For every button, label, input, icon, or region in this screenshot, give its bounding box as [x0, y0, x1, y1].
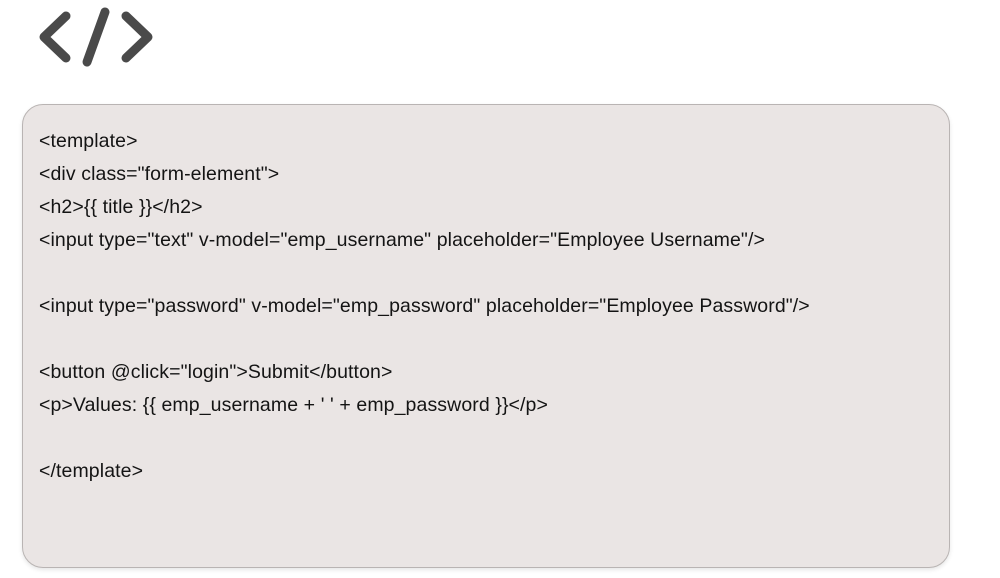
code-line: <button @click="login">Submit</button> — [39, 361, 393, 383]
code-icon — [34, 2, 158, 72]
code-snippet-card: <template> <div class="form-element"> <h2>… — [22, 104, 950, 568]
code-block: <template> <div class="form-element"> <h2>… — [39, 125, 933, 488]
code-line: <p>Values: {{ emp_username + ' ' + emp_p… — [39, 394, 548, 416]
angle-bracket-right-icon — [121, 11, 153, 63]
code-line: <div class="form-element"> — [39, 163, 280, 185]
code-line: <template> — [39, 130, 138, 152]
code-line: <h2>{{ title }}</h2> — [39, 196, 203, 218]
slash-icon — [82, 7, 110, 67]
code-line-blank — [39, 422, 933, 455]
angle-bracket-left-icon — [39, 11, 71, 63]
code-line-blank — [39, 257, 933, 290]
code-line-blank — [39, 323, 933, 356]
code-line: </template> — [39, 460, 144, 482]
code-line: <input type="text" v-model="emp_username… — [39, 229, 765, 251]
code-line: <input type="password" v-model="emp_pass… — [39, 295, 810, 317]
